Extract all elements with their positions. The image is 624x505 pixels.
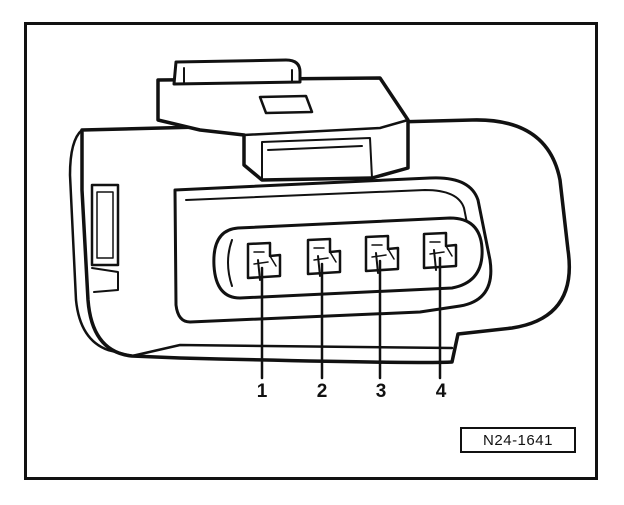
- pin-label-4: 4: [435, 381, 447, 402]
- figure-reference-code: N24-1641: [460, 427, 576, 453]
- pin-label-3: 3: [375, 381, 387, 402]
- contact-pin-3: [364, 234, 400, 274]
- pin-label-2: 2: [316, 381, 328, 402]
- pin-label-1: 1: [256, 381, 268, 402]
- contact-pin-1: [246, 241, 282, 281]
- contact-pin-4: [422, 231, 458, 271]
- latch-tab: [156, 58, 410, 182]
- contact-pin-2: [306, 237, 342, 277]
- pin-carrier: [212, 216, 484, 300]
- leader-lines: [260, 256, 442, 380]
